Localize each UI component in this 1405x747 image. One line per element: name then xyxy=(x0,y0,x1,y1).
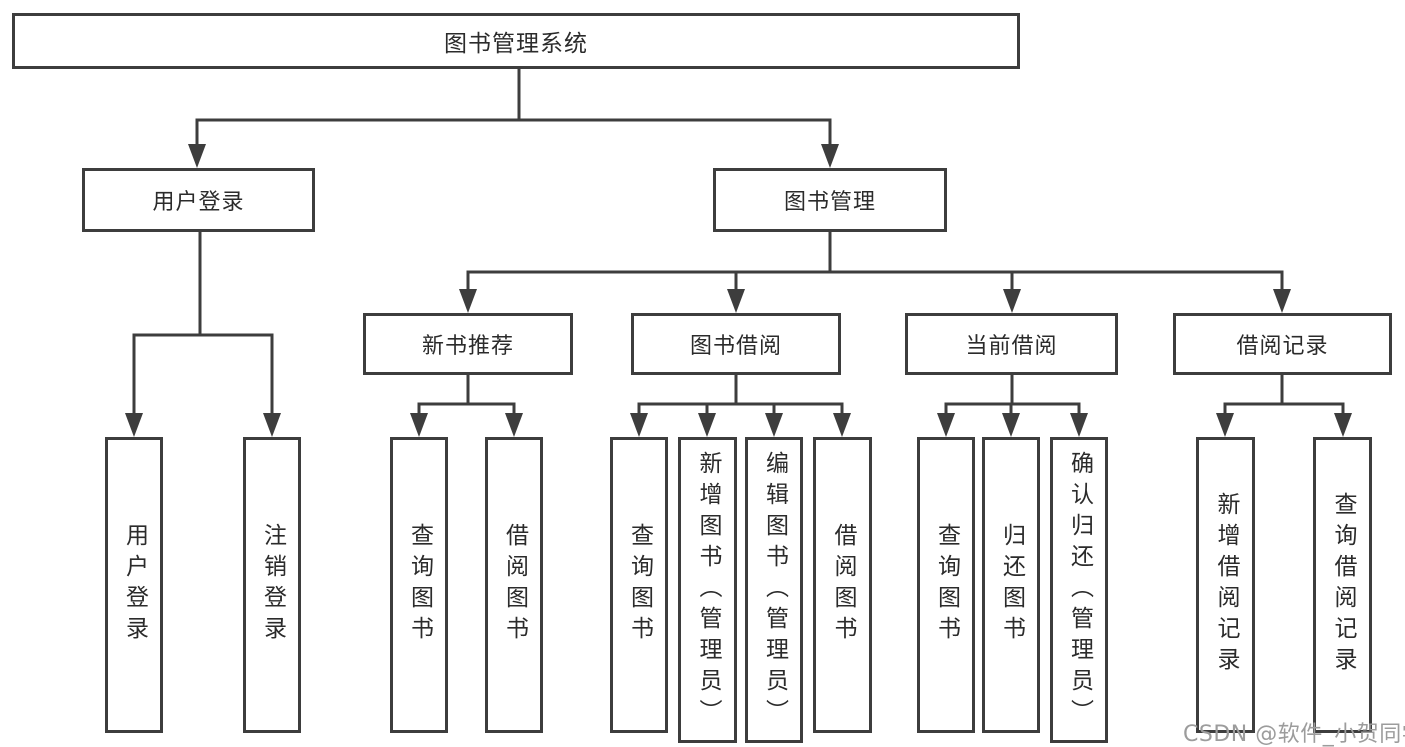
leaf-user-login: 用户登录 xyxy=(105,437,163,733)
leaf-borrow-books-recommend: 借阅图书 xyxy=(485,437,543,733)
node-label: 新书推荐 xyxy=(421,334,514,359)
leaf-label: 编辑图书（管理员） xyxy=(761,450,788,730)
node-label: 图书管理系统 xyxy=(444,31,588,57)
leaf-label: 确认归还（管理员） xyxy=(1066,450,1093,730)
leaf-query-books-borrow: 查询图书 xyxy=(610,437,668,733)
leaf-label: 注销登录 xyxy=(259,523,286,647)
leaf-borrow-books: 借阅图书 xyxy=(813,437,872,733)
node-library-management-system: 图书管理系统 xyxy=(12,13,1020,69)
leaf-label: 查询图书 xyxy=(933,523,960,647)
node-user-login: 用户登录 xyxy=(82,168,315,232)
node-label: 当前借阅 xyxy=(965,334,1058,359)
arrowheads xyxy=(125,144,1352,437)
node-book-management: 图书管理 xyxy=(713,168,947,232)
csdn-watermark: CSDN @软件_小贺同学 xyxy=(1183,722,1405,747)
leaf-confirm-return-admin: 确认归还（管理员） xyxy=(1050,437,1108,743)
leaf-query-borrow-record: 查询借阅记录 xyxy=(1313,437,1372,733)
leaf-label: 借阅图书 xyxy=(830,523,856,647)
node-current-borrow: 当前借阅 xyxy=(905,313,1118,375)
leaf-label: 查询借阅记录 xyxy=(1330,492,1356,678)
leaf-return-books: 归还图书 xyxy=(982,437,1040,733)
leaf-logout-login: 注销登录 xyxy=(243,437,301,733)
leaf-add-books-admin: 新增图书（管理员） xyxy=(678,437,737,743)
tree-edges xyxy=(132,69,1345,420)
node-label: 图书借阅 xyxy=(689,334,782,359)
leaf-label: 借阅图书 xyxy=(501,523,528,647)
leaf-label: 查询图书 xyxy=(626,523,653,647)
leaf-label: 归还图书 xyxy=(998,523,1025,647)
leaf-label: 查询图书 xyxy=(406,523,433,647)
node-book-borrow: 图书借阅 xyxy=(631,313,841,375)
node-new-book-recommend: 新书推荐 xyxy=(363,313,573,375)
leaf-label: 用户登录 xyxy=(121,523,148,647)
node-label: 图书管理 xyxy=(783,190,876,215)
node-borrow-records: 借阅记录 xyxy=(1173,313,1392,375)
leaf-add-borrow-record: 新增借阅记录 xyxy=(1196,437,1255,733)
leaf-edit-books-admin: 编辑图书（管理员） xyxy=(745,437,803,743)
leaf-query-books-recommend: 查询图书 xyxy=(390,437,448,733)
leaf-label: 新增借阅记录 xyxy=(1213,492,1239,678)
leaf-label: 新增图书（管理员） xyxy=(695,450,721,730)
leaf-query-books-current: 查询图书 xyxy=(917,437,975,733)
node-label: 用户登录 xyxy=(152,190,245,215)
node-label: 借阅记录 xyxy=(1236,334,1329,359)
